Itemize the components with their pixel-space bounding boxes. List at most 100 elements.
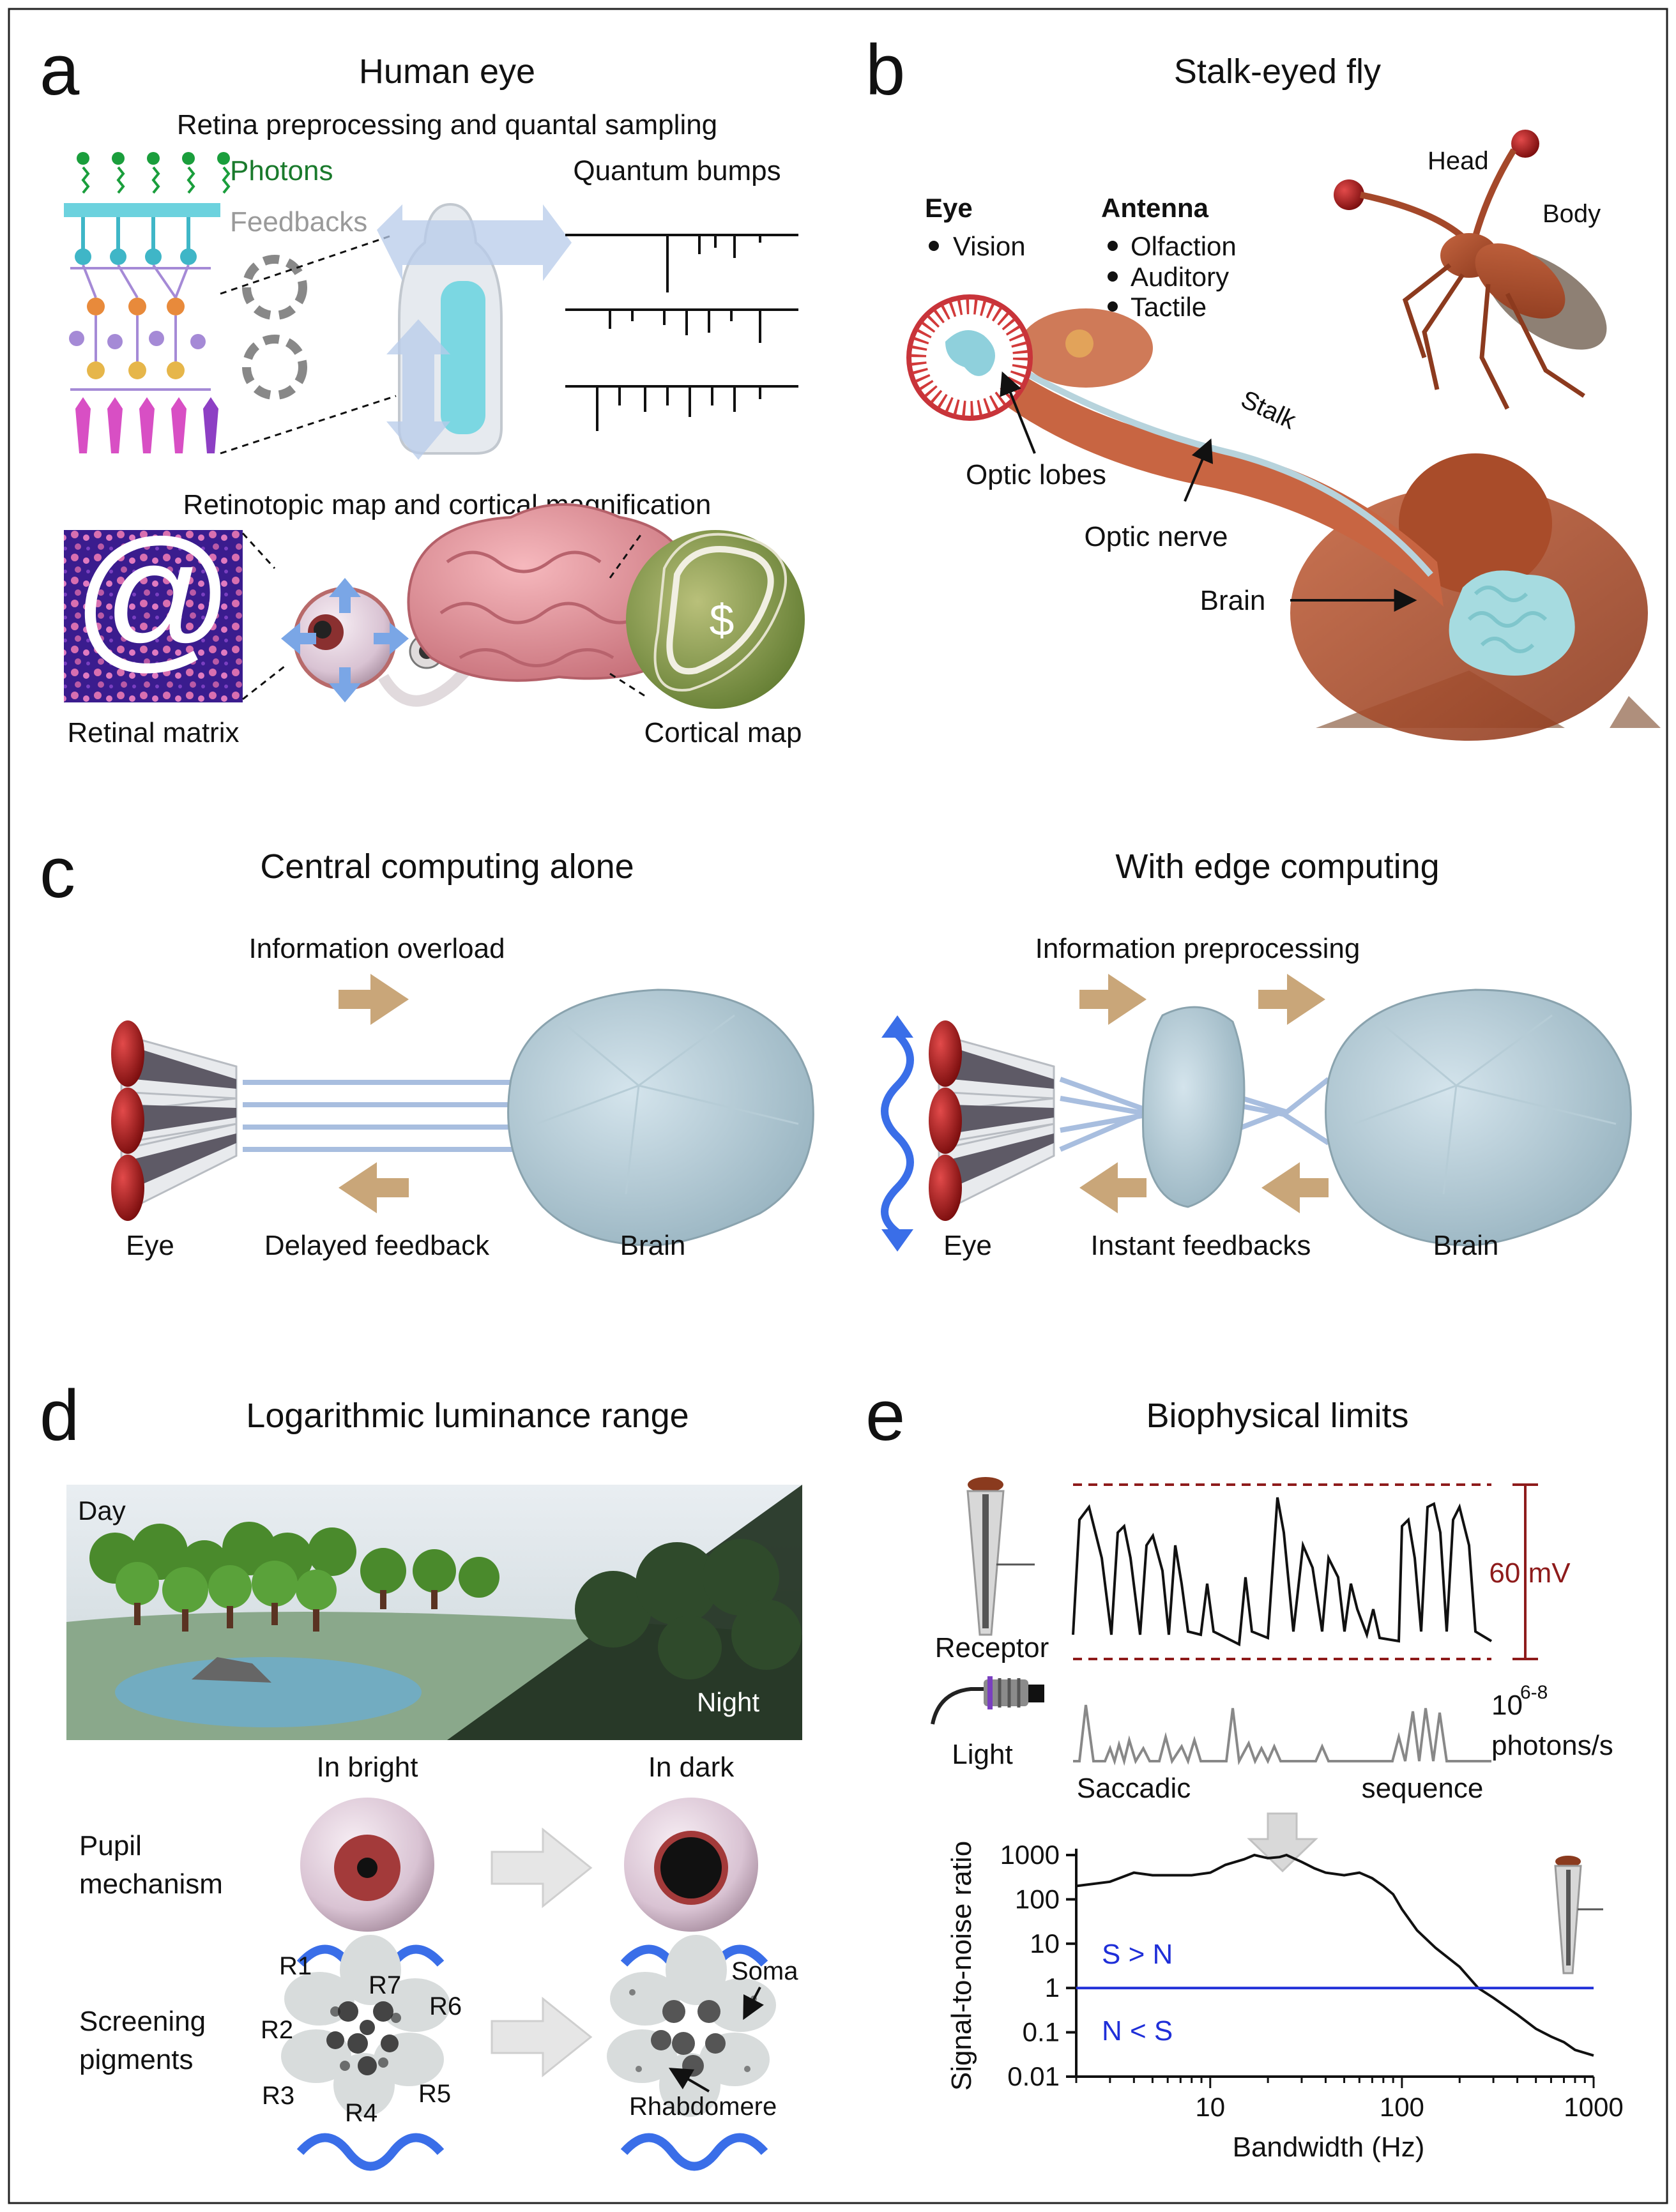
quantum-bump-traces (565, 234, 798, 431)
panel-c-letter: c (40, 833, 75, 913)
y-tick-label: 0.1 (1023, 2017, 1060, 2047)
preprocess-forward-arrow-2 (1258, 974, 1325, 1025)
retinal-matrix-label: Retinal matrix (68, 717, 240, 748)
soma-pointer (743, 1987, 764, 2020)
instant-feedback-arrow-2 (1261, 1162, 1329, 1213)
panel-a-letter: a (40, 30, 80, 110)
cell-r2: R2 (261, 2016, 293, 2044)
antenna-function-tactile: Tactile (1131, 292, 1207, 322)
optic-nerve-pointer (1184, 438, 1214, 502)
y-axis-title: Signal-to-noise ratio (946, 1841, 977, 2091)
information-overload-label: Information overload (248, 933, 505, 964)
instant-feedback-arrow-1 (1079, 1162, 1147, 1213)
retinotopic-map-title: Retinotopic map and cortical magnificati… (183, 489, 712, 520)
photons-label: Photons (230, 155, 333, 186)
y-tick-label: 10 (1030, 1928, 1060, 1958)
panel-e-letter: e (865, 1375, 905, 1455)
rhabdomere-pointer (668, 2068, 710, 2093)
panel-c: c Central computing alone With edge comp… (40, 833, 1632, 1261)
pigment-transition-arrow (491, 1996, 593, 2078)
preprocess-forward-arrow-1 (1079, 974, 1147, 1025)
night-label: Night (697, 1687, 759, 1717)
day-night-landscape (66, 1485, 802, 1740)
cell-r7: R7 (369, 1971, 401, 1999)
snr-curve (1076, 1853, 1594, 2057)
n-less-than-s-label: N < S (1102, 2015, 1173, 2047)
pupil-label-line2: mechanism (79, 1868, 223, 1900)
light-stimulus-trace (1073, 1704, 1491, 1766)
voltage-scale-label: 60 mV (1489, 1557, 1571, 1589)
feedbacks-label: Feedbacks (230, 206, 367, 238)
right-compound-eye-cluster (929, 1020, 1055, 1221)
right-brain-label: Brain (1433, 1230, 1499, 1261)
y-tick-label: 100 (1015, 1884, 1060, 1914)
horizontal-double-arrow (377, 204, 572, 281)
pupil-bright-eye (300, 1798, 434, 1932)
zoom-guide-lines (220, 235, 397, 455)
right-central-brain (1325, 989, 1632, 1246)
eye-function-heading: Eye (925, 193, 973, 223)
panel-e: e Biophysical limits Receptor 60 mV Ligh… (865, 1375, 1624, 2163)
retinal-guide-lines (241, 532, 288, 701)
dark-ommatidium-wave-icon (620, 2133, 768, 2171)
ommatidium-dark (607, 1935, 776, 2117)
antenna-function-heading: Antenna (1101, 193, 1209, 223)
photon-rate-unit: photons/s (1491, 1730, 1613, 1761)
delayed-feedback-arrow (339, 1162, 409, 1213)
cortical-map-label: Cortical map (644, 717, 802, 748)
body-label: Body (1543, 200, 1601, 228)
panel-a-title: Human eye (359, 52, 535, 91)
in-dark-label: In dark (648, 1752, 735, 1783)
light-label: Light (952, 1739, 1012, 1770)
photon-dots (77, 152, 231, 194)
down-arrow-to-chart (1247, 1812, 1318, 1873)
stalk-label: Stalk (1237, 385, 1300, 435)
panel-d-letter: d (40, 1375, 79, 1455)
stalk-eyed-fly-inset (1334, 130, 1607, 410)
x-axis-title: Bandwidth (Hz) (1233, 2132, 1425, 2163)
eye-function-vision: Vision (953, 231, 1026, 261)
information-preprocessing-label: Information preprocessing (1035, 933, 1360, 964)
right-eye-label: Eye (943, 1230, 992, 1261)
screening-label-line1: Screening (79, 2006, 206, 2037)
cell-r4: R4 (345, 2099, 377, 2127)
receptor-voltage-trace (1072, 1497, 1493, 1647)
panel-e-title: Biophysical limits (1146, 1397, 1408, 1435)
optic-nerve-label: Optic nerve (1085, 521, 1228, 552)
overload-forward-arrow (339, 974, 409, 1025)
cell-r5: R5 (418, 2080, 451, 2108)
y-tick-label: 1000 (1000, 1840, 1060, 1870)
day-label: Day (78, 1496, 126, 1526)
cortical-guide-lines (609, 533, 646, 697)
panel-b-title: Stalk-eyed fly (1174, 52, 1381, 91)
x-tick-label: 1000 (1564, 2092, 1623, 2122)
panel-d: d Logarithmic luminance range (40, 1375, 802, 2171)
receptor-electrode-icon (966, 1477, 1035, 1636)
voltage-range-lines (1073, 1483, 1491, 1660)
eye-movement-arrows (281, 578, 409, 702)
receptor-label: Receptor (935, 1632, 1049, 1663)
pupil-dark-eye (624, 1798, 758, 1932)
panel-a: a Human eye Retina preprocessing and qua… (40, 30, 805, 748)
photon-rate-exponent: 6-8 (1520, 1682, 1548, 1703)
ommatidium-bright (281, 1935, 450, 2117)
quantum-bumps-label: Quantum bumps (573, 155, 781, 186)
retinal-matrix-image: @ (64, 507, 243, 702)
vertical-double-arrow (386, 319, 450, 460)
dollar-symbol: $ (710, 595, 735, 645)
rhabdomere-label: Rhabdomere (629, 2093, 777, 2121)
soma-label: Soma (731, 1957, 798, 1985)
pupil-transition-arrow (491, 1827, 593, 1909)
panel-b: b Stalk-eyed fly Eye Vision Antenna Olfa… (865, 30, 1661, 741)
left-central-brain (507, 989, 814, 1246)
s-greater-than-n-label: S > N (1102, 1939, 1173, 1970)
left-nerve-bundle (243, 1080, 524, 1152)
panel-a-subtitle: Retina preprocessing and quantal samplin… (177, 109, 717, 140)
optic-lobes-pointer (1000, 371, 1036, 454)
feedback-cycle-icon (242, 255, 307, 400)
cortical-map-image: $ (626, 530, 805, 709)
y-tick-label: 0.01 (1007, 2061, 1060, 2091)
instant-feedbacks-label: Instant feedbacks (1091, 1230, 1311, 1261)
